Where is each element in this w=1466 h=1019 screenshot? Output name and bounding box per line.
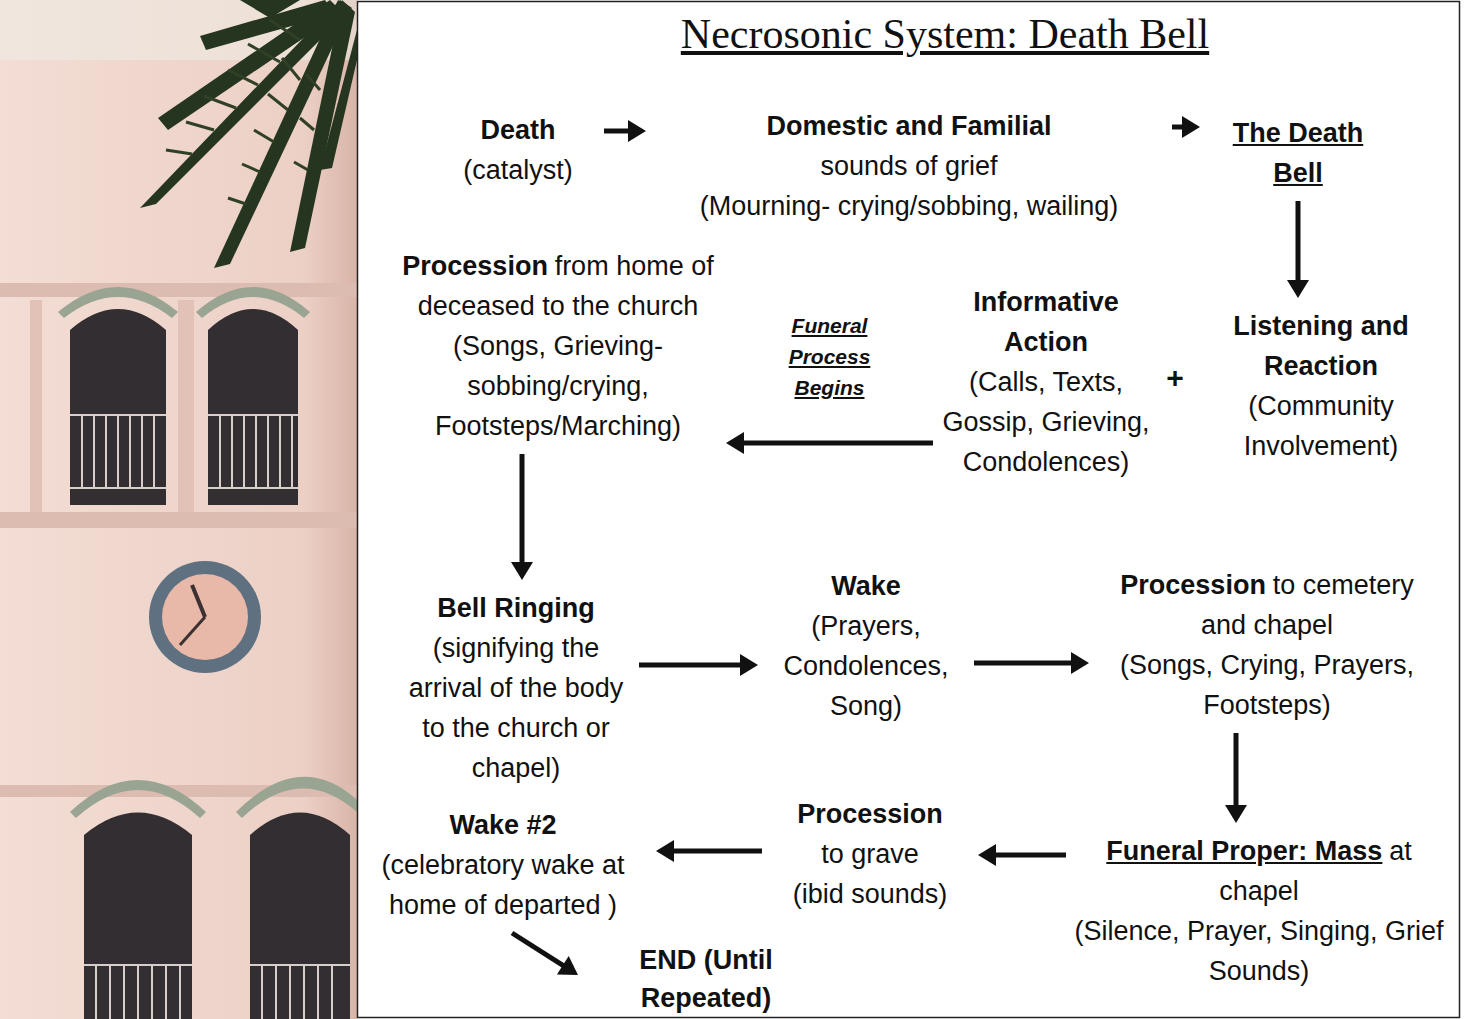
arrow-head <box>628 120 646 142</box>
arched-window <box>208 309 298 505</box>
clock-hand <box>180 617 205 645</box>
flow-arrow <box>639 654 758 676</box>
arrow-shaft <box>1296 201 1301 282</box>
stage-node: Informative Action(Calls, Texts, Gossip,… <box>941 282 1151 482</box>
arch-molding <box>236 777 357 818</box>
stage-detail: (Mourning- crying/sobbing, wailing) <box>654 186 1164 226</box>
window-railing <box>70 415 298 488</box>
arrow-head <box>1071 652 1089 674</box>
arrow-shaft <box>672 849 762 854</box>
arrow-shaft <box>994 853 1066 858</box>
stage-node: Listening and Reaction(Community Involve… <box>1206 306 1436 466</box>
stage-detail: (catalyst) <box>440 150 596 190</box>
flow-arrow <box>1287 201 1309 298</box>
arched-window <box>250 813 350 1019</box>
stage-heading: Bell Ringing <box>401 588 631 628</box>
edge-label: Funeral Process Begins <box>770 310 890 403</box>
stage-heading: Death <box>440 110 596 150</box>
stage-heading: Wake <box>766 566 966 606</box>
stage-node: Funeral Proper: Massat chapel(Silence, P… <box>1074 831 1444 991</box>
stage-node: Processionto grave(ibid sounds) <box>770 794 970 914</box>
arrow-shaft <box>512 933 565 966</box>
arrow-shaft <box>604 129 630 134</box>
arrow-head <box>726 432 744 454</box>
arrow-shaft <box>639 663 742 668</box>
stage-detail: (ibid sounds) <box>770 874 970 914</box>
arrow-shaft <box>1234 733 1239 807</box>
arrow-shaft <box>974 661 1073 666</box>
stage-heading: Procession <box>770 794 970 834</box>
arched-window <box>70 309 166 505</box>
flow-arrow <box>974 652 1089 674</box>
stage-heading: Procession <box>402 251 548 281</box>
arrow-head <box>1182 116 1200 138</box>
flow-arrow <box>656 840 762 862</box>
arrow-shaft <box>742 441 933 446</box>
stage-node: Wake #2(celebratory wake at home of depa… <box>358 805 648 925</box>
building-photo <box>0 0 357 1019</box>
building-wall <box>0 0 357 1019</box>
stage-node: Death(catalyst) <box>440 110 596 190</box>
stage-node: The Death Bell <box>1208 113 1388 193</box>
flow-arrow <box>1172 116 1200 138</box>
stage-heading: Wake #2 <box>358 805 648 845</box>
stage-detail: (Prayers, Condolences, Song) <box>766 606 966 726</box>
stage-detail: (signifying the arrival of the body to t… <box>401 628 631 788</box>
stage-heading: Listening and Reaction <box>1206 306 1436 386</box>
flow-arrow <box>726 432 933 454</box>
stage-heading: Informative Action <box>941 282 1151 362</box>
stage-heading: The Death Bell <box>1208 113 1388 193</box>
stage-detail: (Songs, Crying, Prayers, Footsteps) <box>1097 645 1437 725</box>
cornice <box>0 283 357 297</box>
arrow-head <box>557 956 578 975</box>
stage-detail: (Songs, Grieving- sobbing/crying, Footst… <box>398 326 718 446</box>
stage-node: Processionto cemetery and chapel(Songs, … <box>1097 565 1437 725</box>
stage-heading: END (Until Repeated) <box>586 941 826 1017</box>
flow-arrow <box>511 454 533 580</box>
panel-border <box>358 2 1460 1018</box>
stage-detail: (Silence, Prayer, Singing, Grief Sounds) <box>1074 911 1444 991</box>
arrow-head <box>978 844 996 866</box>
arch-molding <box>70 780 206 818</box>
arrow-head <box>511 562 533 580</box>
clock-face <box>162 574 248 660</box>
stage-detail: (Community Involvement) <box>1206 386 1436 466</box>
diagram-title: Necrosonic System: Death Bell <box>545 8 1345 60</box>
clock-rim <box>149 561 261 673</box>
stage-node: Wake(Prayers, Condolences, Song) <box>766 566 966 726</box>
arrow-head <box>656 840 674 862</box>
arrow-shaft <box>520 454 525 564</box>
arched-window <box>84 813 192 1019</box>
stage-detail: (celebratory wake at home of departed ) <box>358 845 648 925</box>
stage-node: Bell Ringing(signifying the arrival of t… <box>401 588 631 788</box>
arrow-head <box>1225 805 1247 823</box>
flow-arrow <box>1225 733 1247 823</box>
clock-hand <box>192 585 205 617</box>
stage-node: Processionfrom home of deceased to the c… <box>398 246 718 446</box>
palm-fronds <box>140 0 357 268</box>
ledge <box>0 512 357 528</box>
stage-detail: sounds of grief <box>654 146 1164 186</box>
window-railing <box>84 965 350 1019</box>
plus-sign: + <box>1160 358 1190 398</box>
stage-heading: Funeral Proper: Mass <box>1106 836 1382 866</box>
palm-leaflets <box>166 20 320 204</box>
arrow-head <box>740 654 758 676</box>
flow-arrow <box>604 120 646 142</box>
stage-detail: (Calls, Texts, Gossip, Grieving, Condole… <box>941 362 1151 482</box>
stage-heading: Procession <box>1120 570 1266 600</box>
stage-node: END (Until Repeated) <box>586 941 826 1017</box>
pilaster <box>30 300 42 512</box>
stage-heading: Domestic and Familial <box>654 106 1164 146</box>
stage-detail: to grave <box>770 834 970 874</box>
flow-arrow <box>512 933 578 975</box>
pilaster <box>178 300 194 512</box>
flow-arrow <box>978 844 1066 866</box>
stage-node: Domestic and Familialsounds of grief(Mou… <box>654 106 1164 226</box>
arrow-head <box>1287 280 1309 298</box>
